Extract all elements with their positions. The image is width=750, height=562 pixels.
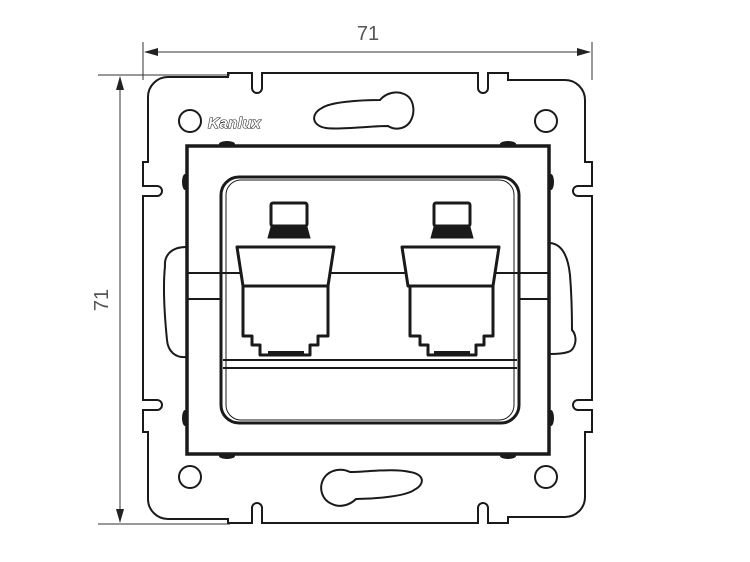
side-lug-right [549,242,577,355]
jack-contacts [268,351,304,356]
jack-port [408,284,495,357]
frame-clip [548,174,554,190]
screw-slot-top [313,91,415,130]
mounting-hole-bottom-right [534,465,558,489]
jack-latch-base [267,226,311,239]
mounting-hole-bottom-left [178,465,202,489]
jack-funnel [235,245,336,288]
height-dimension-label: 71 [91,289,113,311]
mounting-plate [142,72,593,524]
rj-jack-left [235,201,336,357]
arrowhead-bottom-icon [116,509,124,523]
frame-clip [182,174,188,190]
inner-frame [185,144,551,456]
jack-funnel [400,245,501,288]
frame-clip [219,453,235,459]
arrowhead-left-icon [144,48,158,56]
jack-latch-window [432,201,472,228]
width-dimension-label: 71 [357,23,379,45]
arrowhead-top-icon [116,76,124,90]
side-lug-left [162,246,187,359]
mounting-hole-top-left [178,109,202,133]
frame-clip [219,141,235,147]
frame-clip [548,410,554,426]
jack-port [241,284,330,357]
width-dimension: 71 [142,23,593,80]
frame-clip [500,453,516,459]
screw-slot-bottom [320,468,423,507]
socket-insert-highlight [225,179,515,421]
frame-clip [182,410,188,426]
height-dimension: 71 [91,74,230,525]
arrowhead-right-icon [577,48,591,56]
rj-jack-right [400,201,501,357]
socket-insert [219,175,521,425]
brand-logo: Kanlux [208,115,261,132]
jack-latch-window [269,201,309,228]
mounting-hole-top-right [534,109,558,133]
jack-latch-base [430,226,474,239]
frame-clip [500,141,516,147]
jack-contacts [434,351,470,356]
